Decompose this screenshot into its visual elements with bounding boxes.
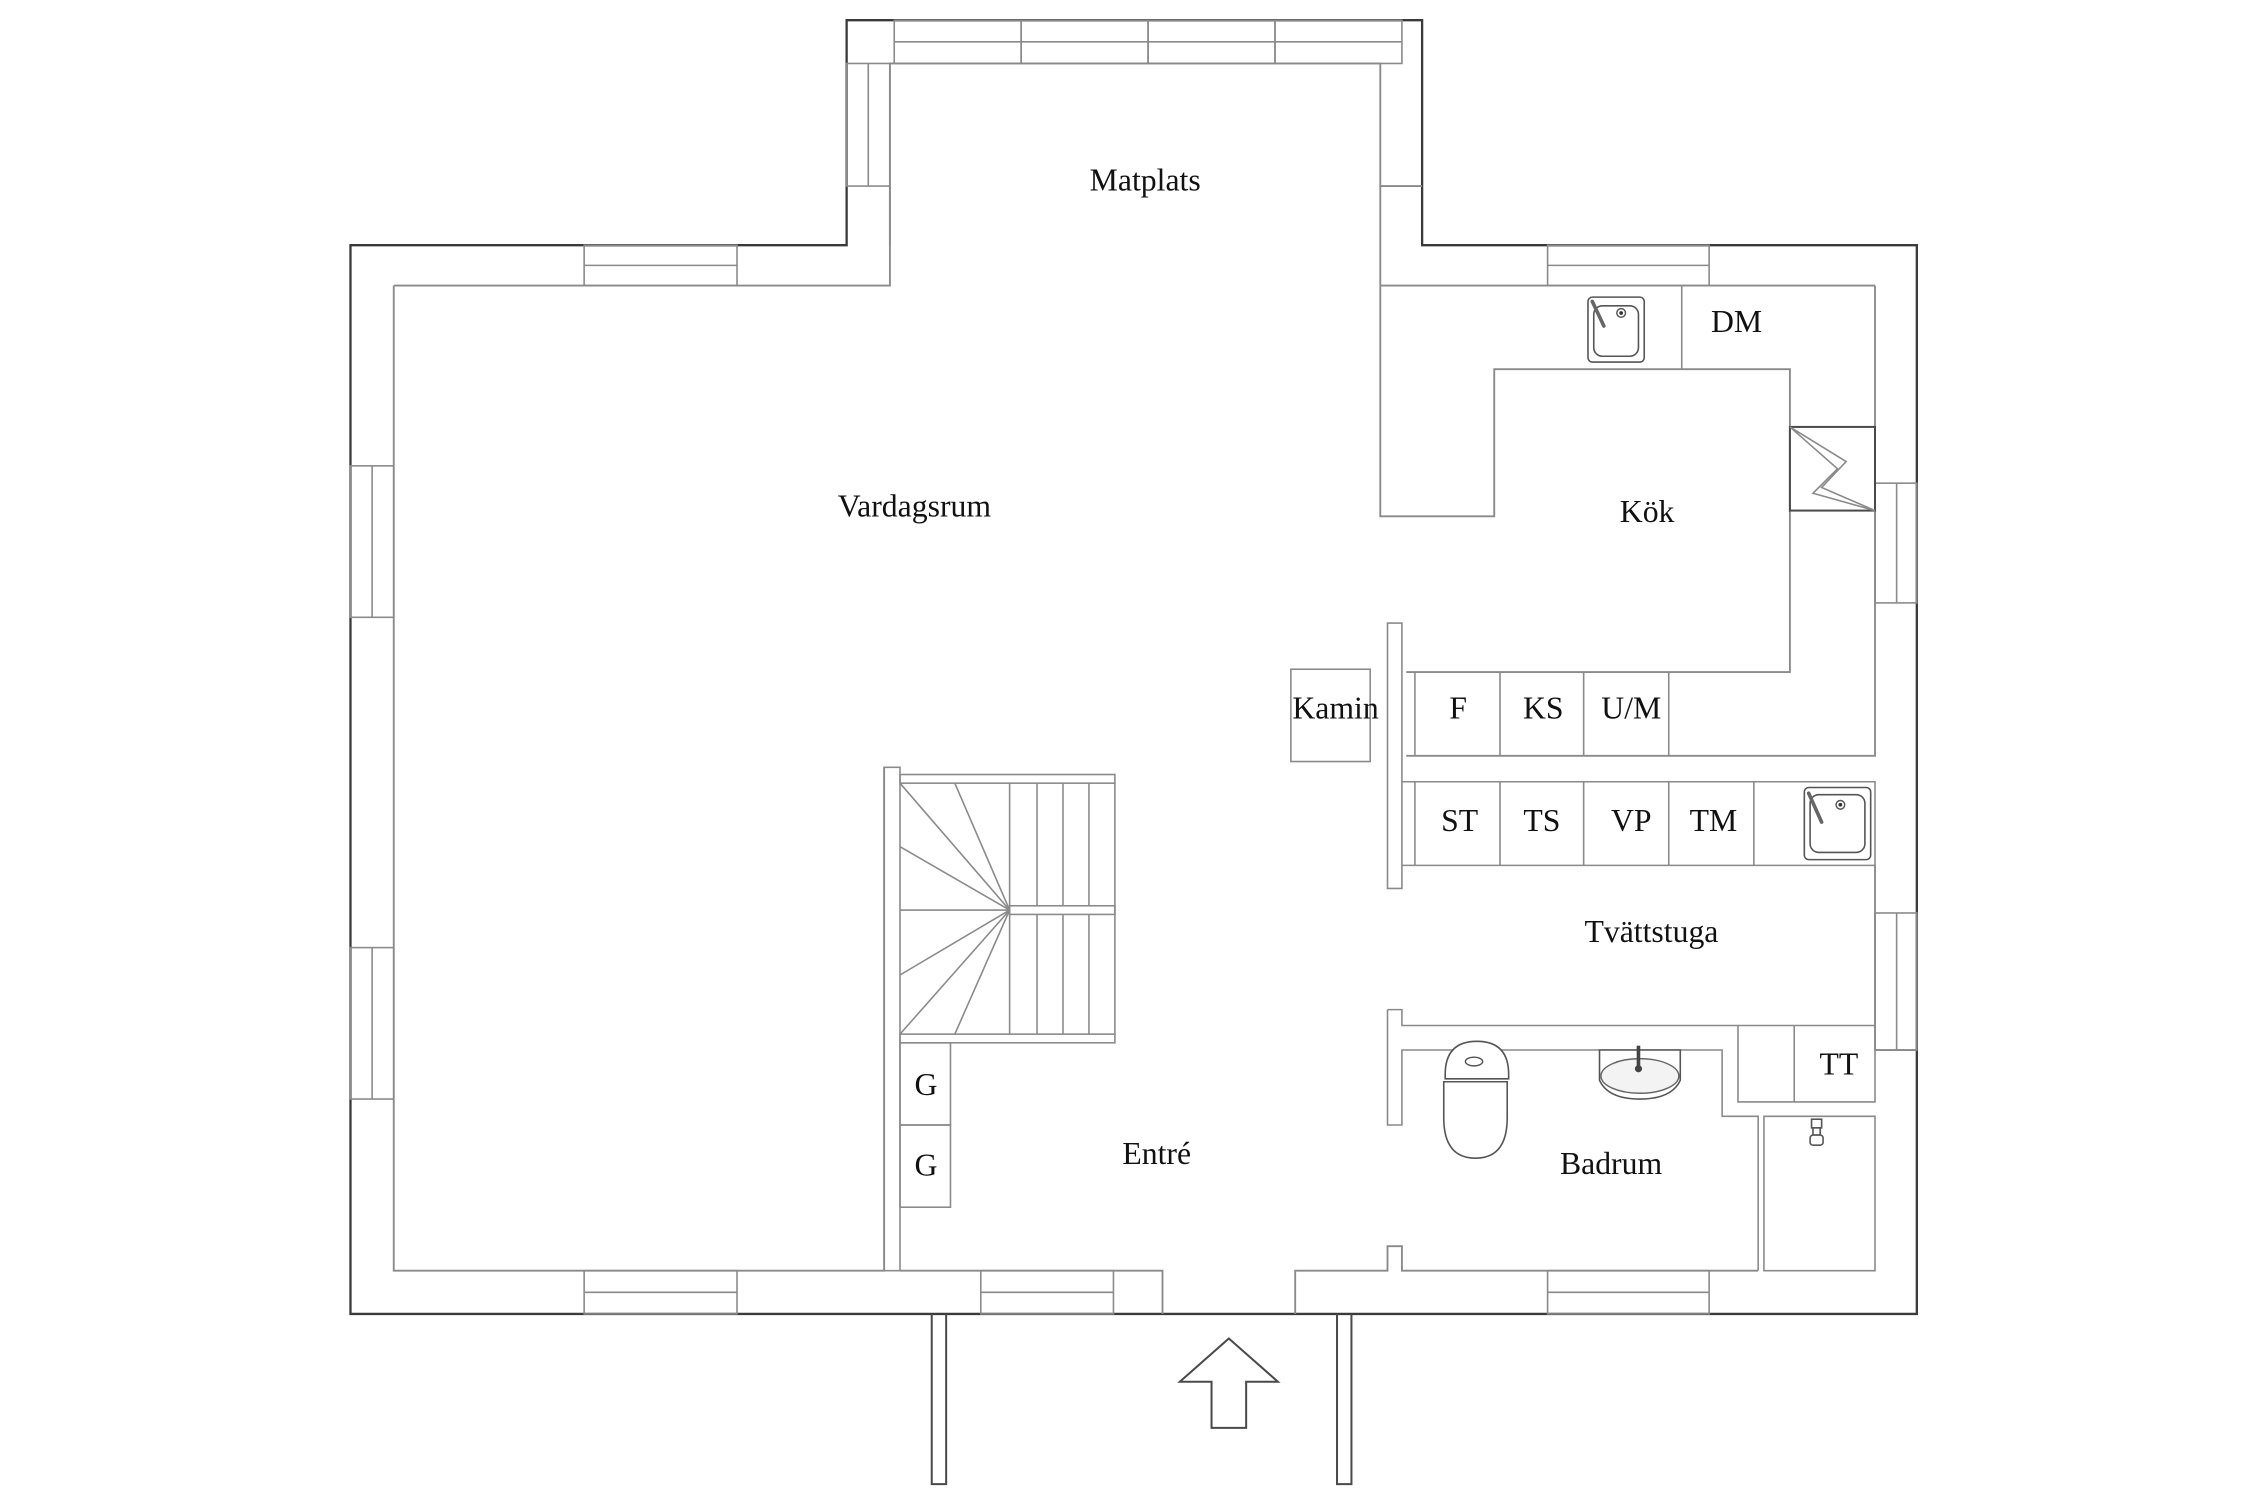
chimney-zigzag [1789,426,1876,512]
staircase-icon [883,766,1116,1272]
window-vardagsrum-top [583,244,738,287]
room-labels: Matplats Vardagsrum Kök Kamin Tvättstuga… [838,162,1719,1181]
label-st: ST [1441,803,1478,838]
room-label-badrum: Badrum [1560,1146,1663,1181]
washbasin-icon [1598,1045,1682,1100]
laundry-sink-icon [1803,786,1872,861]
wardrobe-units [899,1041,952,1209]
label-vp: VP [1611,803,1652,838]
entrance-walls [900,1245,1759,1486]
window-left-lower [349,946,395,1100]
kitchen-sink-icon [1587,296,1646,363]
window-right-kok [1874,482,1918,604]
bathroom-walls [1386,1008,1917,1272]
appliance-labels: DM F KS U/M ST TS VP TM TT G G [915,304,1859,1183]
label-f: F [1449,690,1467,725]
label-g1: G [915,1067,938,1102]
window-left-upper [349,465,395,619]
windows [349,19,1918,1315]
fireplace-box [1290,668,1371,763]
entrance-arrow-icon [1177,1337,1281,1429]
window-kok-top [1546,244,1710,287]
label-g2: G [915,1148,938,1183]
label-tm: TM [1690,803,1738,838]
shower-icon [1809,1118,1824,1146]
outer-walls [349,19,1918,1316]
toilet-icon [1442,1040,1510,1159]
chimney-icon [1788,425,1877,512]
window-matplats-left [845,62,891,187]
room-label-kamin: Kamin [1292,690,1378,725]
room-label-vardagsrum: Vardagsrum [838,488,992,523]
label-um: U/M [1601,690,1661,725]
room-label-entre: Entré [1122,1136,1191,1171]
label-ts: TS [1523,803,1560,838]
window-matplats-top [893,19,1403,65]
window-right-tvatt [1874,912,1918,1051]
kitchen-counters [1414,285,1877,756]
room-label-kok: Kök [1620,494,1675,529]
window-bottom-left [583,1269,738,1315]
laundry-counters [1401,780,1876,1050]
window-bottom-entre [979,1269,1115,1315]
window-bottom-badrum [1546,1269,1710,1315]
room-label-matplats: Matplats [1090,162,1201,197]
label-tt: TT [1820,1047,1859,1082]
room-label-tvattstuga: Tvättstuga [1584,914,1718,949]
label-ks: KS [1523,690,1564,725]
label-dm: DM [1711,304,1762,339]
partition-wall-kamin [1386,622,1403,890]
